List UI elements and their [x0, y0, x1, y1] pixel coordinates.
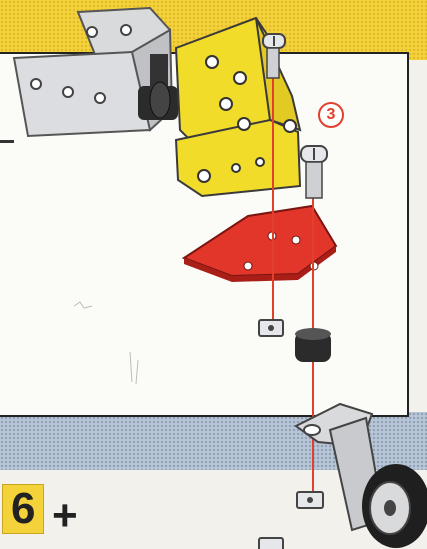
plus-symbol: +	[52, 494, 78, 538]
square-nut-3	[259, 538, 283, 549]
sketch-marks	[74, 302, 138, 384]
sub-step-number: 3	[318, 102, 344, 128]
caster-wheel	[296, 404, 427, 548]
square-nut-1	[259, 320, 283, 336]
step-number: 6	[11, 484, 35, 534]
step-number-tag: 6	[2, 484, 44, 534]
spacer-collar	[295, 328, 331, 362]
square-nut-2	[297, 492, 323, 508]
screw-lower	[301, 146, 327, 198]
